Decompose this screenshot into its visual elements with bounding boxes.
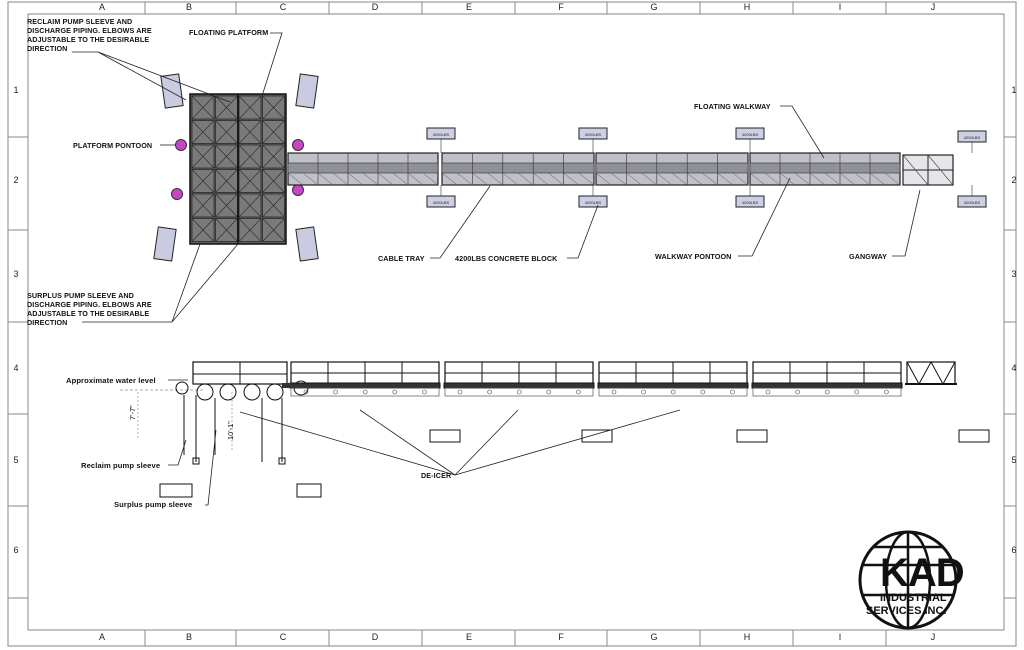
sheet-border	[7, 1, 1017, 647]
grid-row-6-right: 6	[1011, 545, 1017, 555]
grid-col-c-bottom: C	[279, 632, 287, 642]
water-level-label: Approximate water level	[66, 376, 156, 385]
grid-col-c-top: C	[279, 2, 287, 12]
svg-text:4200LBS: 4200LBS	[964, 200, 981, 205]
grid-col-f-bottom: F	[558, 632, 564, 642]
gangway-elevation	[905, 360, 957, 386]
floating-walkway-plan	[287, 152, 901, 186]
grid-row-3-left: 3	[13, 269, 19, 279]
grid-col-i-bottom: I	[838, 632, 842, 642]
dimension-sleeve-length: 10'-1"	[226, 421, 235, 440]
floating-platform-plan	[189, 93, 287, 245]
grid-col-g-bottom: G	[650, 632, 658, 642]
surplus-note: SURPLUS PUMP SLEEVE AND DISCHARGE PIPING…	[27, 291, 152, 327]
cable-tray-label: CABLE TRAY	[378, 254, 425, 263]
pump-tags	[153, 73, 319, 262]
leader-lines-top	[72, 32, 921, 323]
grid-row-6-left: 6	[13, 545, 19, 555]
reclaim-sleeve-label: Reclaim pump sleeve	[81, 461, 161, 470]
floating-walkway-label: FLOATING WALKWAY	[694, 102, 771, 111]
grid-row-5-right: 5	[1011, 455, 1017, 465]
grid-col-i-top: I	[838, 2, 842, 12]
grid-row-1-right: 1	[1011, 85, 1017, 95]
platform-pontoon-label: PLATFORM PONTOON	[73, 141, 153, 150]
grid-col-e-bottom: E	[465, 632, 472, 642]
leader-lines-elevation	[168, 379, 681, 506]
grid-col-f-top: F	[558, 2, 564, 12]
gangway-plan	[902, 154, 954, 186]
grid-col-a-bottom: A	[98, 632, 105, 642]
grid-col-b-top: B	[185, 2, 192, 12]
floating-platform-label: FLOATING PLATFORM	[189, 28, 269, 37]
svg-text:4200LBS: 4200LBS	[964, 135, 981, 140]
svg-text:4200LBS: 4200LBS	[433, 200, 450, 205]
gangway-label: GANGWAY	[849, 252, 887, 261]
logo-line-2: SERVICES INC.	[866, 605, 947, 617]
reclaim-note: RECLAIM PUMP SLEEVE AND DISCHARGE PIPING…	[27, 17, 152, 53]
grid-ticks	[8, 2, 1016, 646]
logo-line-1: INDUSTRIAL	[880, 592, 947, 604]
grid-col-a-top: A	[98, 2, 105, 12]
grid-col-j-bottom: J	[930, 632, 936, 642]
svg-text:4200LBS: 4200LBS	[433, 132, 450, 137]
grid-row-1-left: 1	[13, 85, 19, 95]
concrete-block-label: 4200LBS CONCRETE BLOCK	[455, 254, 558, 263]
grid-row-4-right: 4	[1011, 363, 1017, 373]
walkway-elevation	[282, 361, 903, 397]
kad-logo-globe	[858, 530, 958, 630]
grid-col-h-top: H	[743, 2, 751, 12]
grid-col-d-bottom: D	[371, 632, 379, 642]
concrete-blocks-plan: 4200LBS 4200LBS 4200LBS 4200LBS 4200LBS 4200L…	[426, 127, 987, 208]
de-icer-label: DE-ICER	[421, 471, 452, 480]
platform-pontoons	[171, 139, 304, 200]
concrete-blocks-elevation	[429, 429, 990, 443]
grid-row-4-left: 4	[13, 363, 19, 373]
dimension-water-depth: 7'-7"	[128, 405, 137, 420]
surplus-sleeve-label: Surplus pump sleeve	[114, 500, 193, 509]
svg-text:4200LBS: 4200LBS	[585, 200, 602, 205]
grid-row-3-right: 3	[1011, 269, 1017, 279]
logo-mark: KAD	[880, 551, 965, 595]
svg-text:4200LBS: 4200LBS	[742, 132, 759, 137]
grid-col-d-top: D	[371, 2, 379, 12]
grid-row-5-left: 5	[13, 455, 19, 465]
svg-text:4200LBS: 4200LBS	[585, 132, 602, 137]
grid-col-e-top: E	[465, 2, 472, 12]
grid-row-2-right: 2	[1011, 175, 1017, 185]
walkway-pontoon-label: WALKWAY PONTOON	[655, 252, 732, 261]
svg-text:4200LBS: 4200LBS	[742, 200, 759, 205]
grid-col-h-bottom: H	[743, 632, 751, 642]
grid-col-j-top: J	[930, 2, 936, 12]
grid-col-g-top: G	[650, 2, 658, 12]
grid-col-b-bottom: B	[185, 632, 192, 642]
grid-row-2-left: 2	[13, 175, 19, 185]
